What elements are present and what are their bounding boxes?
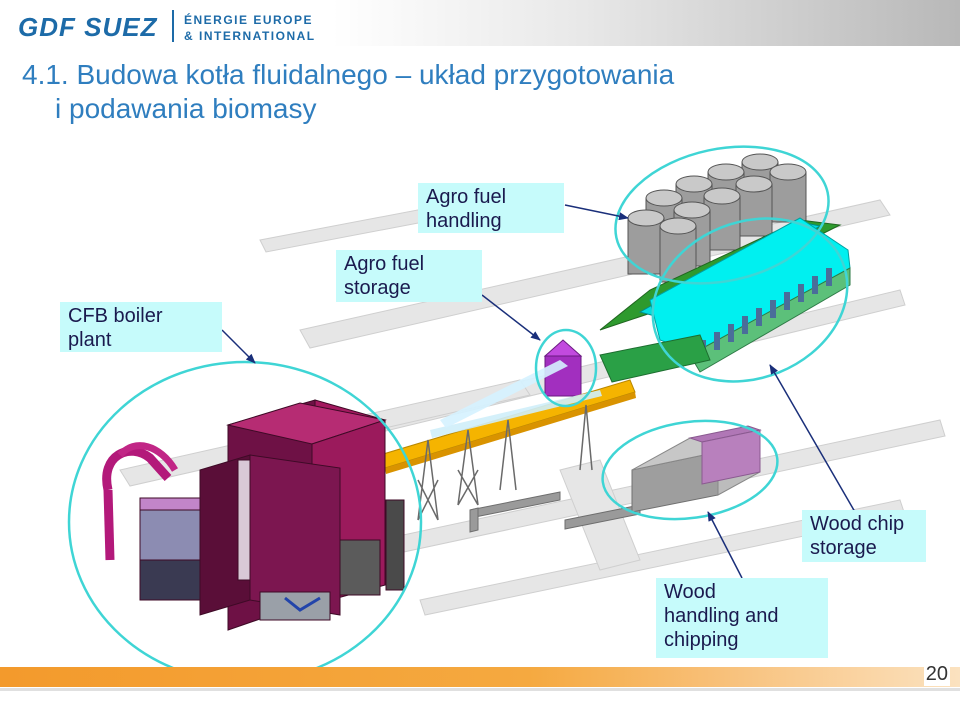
agro-storage-highlight xyxy=(534,328,598,408)
label-line: Wood chip xyxy=(810,513,905,535)
slide-title-line2: i podawania biomasy xyxy=(55,93,317,124)
wood-chip-storage-hall xyxy=(599,217,851,383)
logo-subtitle-line1: ÉNERGIE EUROPE xyxy=(184,13,314,27)
page-number: 20 xyxy=(923,663,950,686)
slide-title: 4.1. Budowa kotła fluidalnego – układ pr… xyxy=(22,58,922,126)
label-line: storage xyxy=(810,537,877,559)
label-agro-fuel-storage: Agro fuel storage xyxy=(336,250,482,302)
silos-highlight xyxy=(614,145,830,285)
label-agro-fuel-handling: Agro fuel handling xyxy=(418,183,564,233)
label-line: chipping xyxy=(664,629,739,651)
company-logo: GDF SUEZ ÉNERGIE EUROPE & INTERNATIONAL xyxy=(0,0,330,48)
label-line: handling xyxy=(426,210,502,232)
label-line: Wood xyxy=(664,581,716,603)
cfb-boiler-building xyxy=(102,399,405,631)
label-line: Agro fuel xyxy=(344,253,425,275)
wood-handling-highlight xyxy=(601,419,779,521)
logo-divider xyxy=(172,10,174,42)
slide-title-line1: 4.1. Budowa kotła fluidalnego – układ pr… xyxy=(22,59,675,90)
gray-walls xyxy=(469,491,641,533)
highlight-ellipses xyxy=(67,145,849,684)
label-line: handling and xyxy=(664,605,779,627)
footer-line xyxy=(0,688,960,691)
label-line: storage xyxy=(344,277,411,299)
label-wood-handling-chipping: Wood handling and chipping xyxy=(656,578,828,658)
wood-handling-building xyxy=(631,425,762,513)
label-line: CFB boiler xyxy=(68,305,163,327)
footer-bar xyxy=(0,667,960,687)
label-line: Agro fuel xyxy=(426,186,507,208)
wood-chip-highlight xyxy=(651,217,849,383)
header-gradient-band xyxy=(332,0,960,46)
logo-wordmark: GDF SUEZ xyxy=(18,12,158,42)
agro-fuel-silos xyxy=(627,153,807,283)
label-line: plant xyxy=(68,329,112,351)
conveyor-supports xyxy=(417,404,593,521)
label-cfb-boiler-plant: CFB boiler plant xyxy=(60,302,222,352)
logo-subtitle-line2: & INTERNATIONAL xyxy=(184,29,316,43)
callout-arrows xyxy=(221,204,856,579)
label-wood-chip-storage: Wood chip storage xyxy=(802,510,926,562)
